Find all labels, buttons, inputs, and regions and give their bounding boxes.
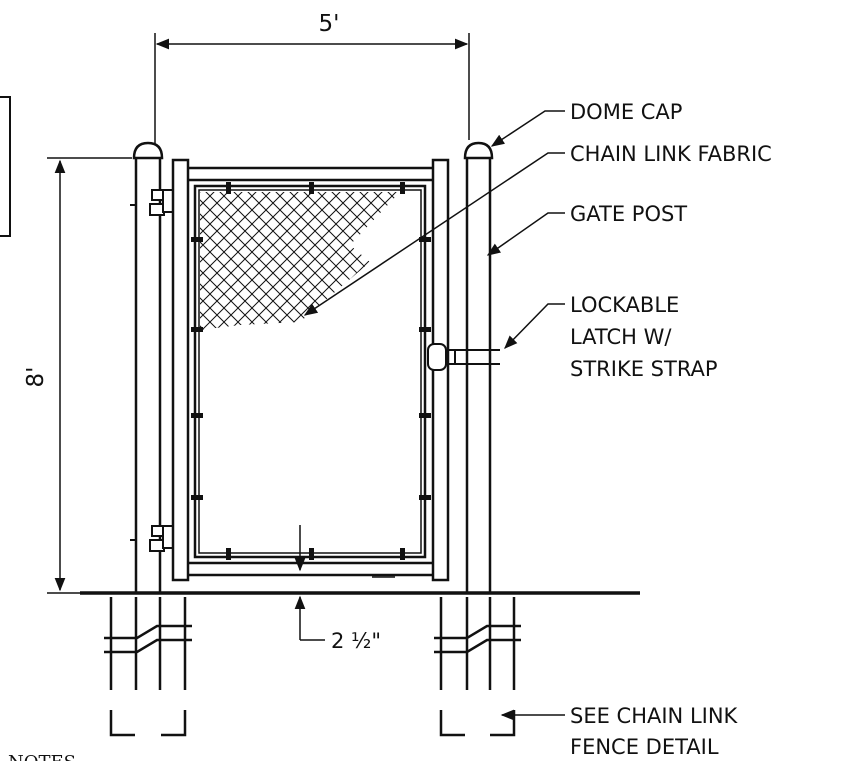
left-dome-cap (132, 141, 164, 160)
callout-latch-line3: STRIKE STRAP (570, 357, 718, 381)
callout-fence-detail-line1: SEE CHAIN LINK (570, 704, 739, 728)
width-dimension: 5' (154, 11, 470, 150)
lockable-latch (427, 343, 500, 371)
gate-frame (171, 158, 450, 582)
right-gate-post (463, 141, 494, 593)
right-footing (434, 597, 521, 737)
clearance-dimension: 2 ½" (294, 525, 395, 653)
width-label: 5' (319, 11, 340, 37)
callout-dome-cap: DOME CAP (570, 100, 682, 124)
left-footing (104, 597, 192, 737)
callout-gate-post: GATE POST (570, 202, 687, 226)
callout-fence-detail-line2: FENCE DETAIL (570, 735, 719, 759)
callout-chain-link-fabric: CHAIN LINK FABRIC (570, 142, 772, 166)
notes-heading: NOTES (8, 752, 76, 761)
right-dome-cap (463, 141, 494, 160)
clearance-label: 2 ½" (331, 629, 381, 653)
height-dimension: 8' (23, 157, 132, 594)
callout-latch-line1: LOCKABLE (570, 293, 679, 317)
leader-lines (303, 110, 565, 721)
height-label: 8' (23, 367, 49, 388)
callout-latch-line2: LATCH W/ (570, 325, 672, 349)
left-gate-post (130, 141, 176, 593)
chain-link-mesh (200, 192, 400, 330)
title-box-edge (0, 96, 11, 237)
